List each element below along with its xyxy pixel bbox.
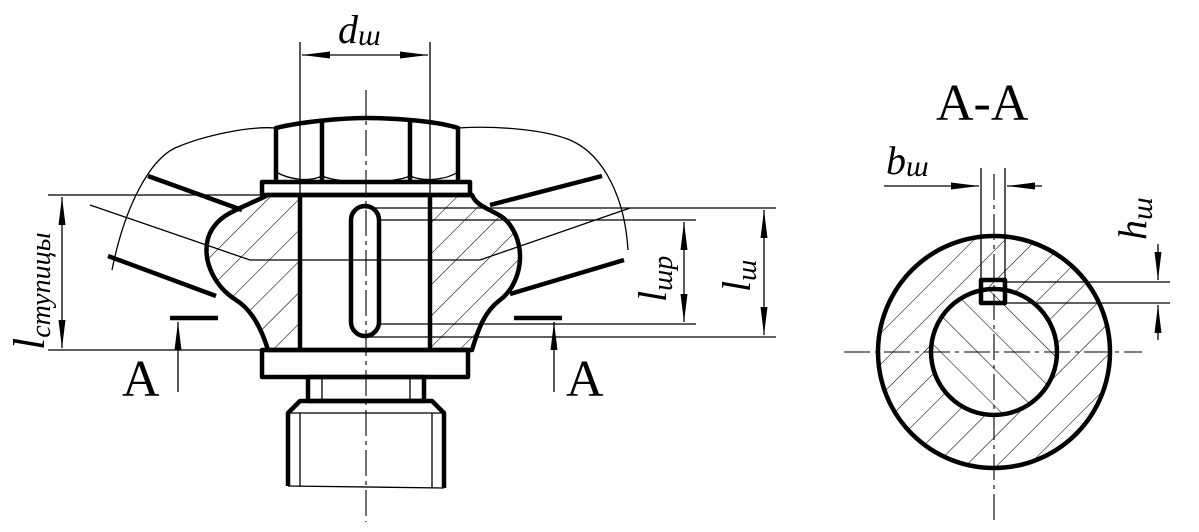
cut-label-right: A: [566, 351, 604, 408]
dim-h-label: hш: [1110, 197, 1159, 240]
front-view: dш lступицы lшр lш A A: [5, 7, 776, 522]
spoke-upper-right: [489, 173, 603, 208]
section-title: A-A: [936, 75, 1029, 132]
dim-lk-label: lш: [714, 260, 763, 292]
spoke-lower-right: [509, 257, 625, 297]
dim-d-label: dш: [338, 7, 381, 52]
key-slot: [348, 203, 382, 339]
nut-outline: [273, 115, 461, 182]
shaft-break: [287, 485, 445, 489]
section-view: A-A bш hш: [844, 75, 1170, 520]
key-section: [978, 277, 1008, 306]
cut-label-left: A: [122, 351, 160, 408]
dim-hub-label: lступицы: [5, 232, 57, 350]
lower-collar: [259, 347, 471, 380]
spoke-lower-left: [107, 253, 217, 299]
shaft-core: [300, 195, 430, 350]
wheel-rim: [111, 127, 277, 271]
spoke-upper-left: [147, 173, 243, 213]
dim-b-label: bш: [886, 138, 929, 183]
dim-lwr-label: lшр: [630, 256, 679, 302]
wheel-inner-left: [89, 204, 631, 261]
